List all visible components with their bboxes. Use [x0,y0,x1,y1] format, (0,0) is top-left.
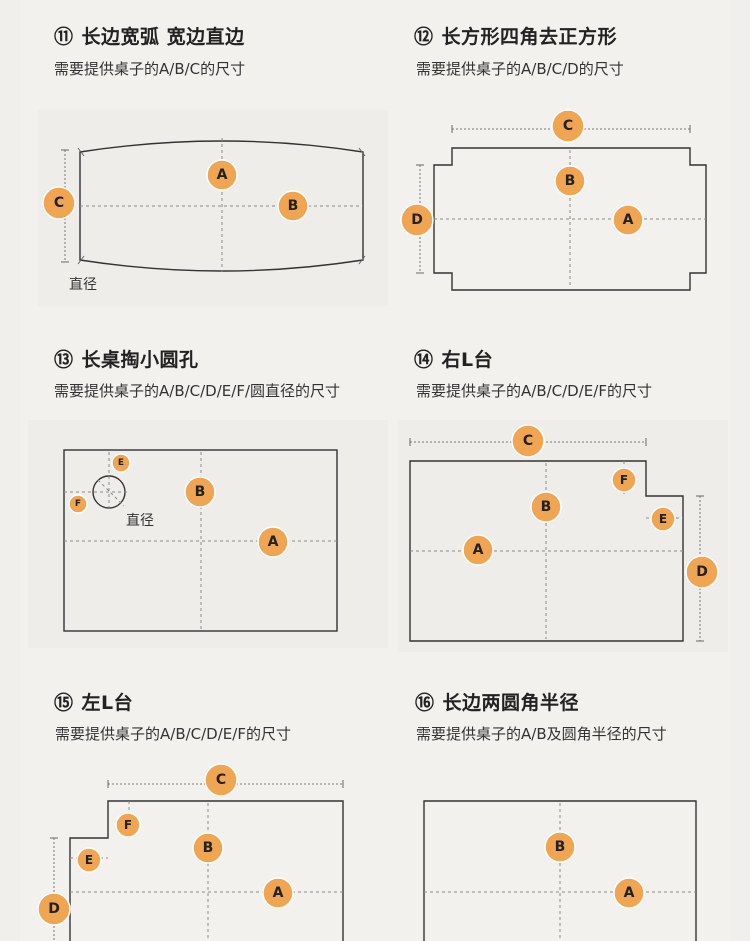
diagram-12: A B C D [400,109,707,291]
svg-text:A: A [268,534,279,550]
section-16-number: ⑯ [415,692,435,714]
badge-c: C [204,763,238,797]
diagram-14: A B C D E F [398,420,728,652]
svg-text:C: C [523,433,533,449]
badge-b: B [184,476,216,508]
badge-c: C [551,109,585,143]
rounded-table-outline [423,800,697,941]
svg-text:C: C [216,772,226,788]
section-11-number: ⑪ [54,26,74,48]
section-16-title: ⑯ 长边两圆角半径 [415,688,579,715]
badge-f: F [68,494,88,514]
svg-text:B: B [555,839,566,855]
svg-text:A: A [273,885,284,901]
badge-c: C [511,424,545,458]
svg-text:A: A [624,885,635,901]
svg-text:A: A [217,167,228,183]
left-l-table-outline [69,800,344,941]
section-14-heading: 右L台 [441,349,494,371]
badge-a: A [257,526,289,558]
diagram-11-panel [38,110,388,306]
diagram-13-panel [28,420,388,648]
section-14-subtitle: 需要提供桌子的A/B/C/D/E/F的尺寸 [416,382,652,400]
section-13-number: ⑬ [54,349,74,371]
svg-text:C: C [563,118,573,134]
svg-text:B: B [565,173,576,189]
svg-text:F: F [124,818,132,832]
corner-mark [77,255,85,265]
svg-text:E: E [85,853,93,867]
section-15-title: ⑮ 左L台 [54,688,133,715]
svg-text:D: D [411,212,423,228]
badge-a: A [206,159,238,191]
section-13-title: ⑬ 长桌掏小圆孔 [54,345,199,372]
right-l-table-outline [409,460,684,642]
page-sheet: ⑪ 长边宽弧 宽边直边 需要提供桌子的A/B/C的尺寸 A B C 直径 ⑫ 长方形… [20,0,730,941]
badge-d: D [37,892,71,926]
badge-e: E [111,453,131,473]
badge-d: D [400,203,434,237]
svg-text:A: A [473,542,484,558]
svg-text:D: D [48,901,60,917]
section-15-number: ⑮ [54,692,74,714]
notched-table-outline [433,147,707,291]
svg-text:D: D [696,564,708,580]
svg-text:E: E [659,512,667,526]
section-11-heading: 长边宽弧 宽边直边 [81,26,245,48]
badge-b: B [530,491,562,523]
diagram-16: A B [423,800,697,941]
badge-b: B [554,165,586,197]
badge-a: A [262,877,294,909]
section-15-heading: 左L台 [81,692,134,714]
badge-a: A [462,534,494,566]
svg-text:B: B [203,840,214,856]
badge-a: A [612,204,644,236]
svg-text:B: B [195,484,206,500]
section-16-heading: 长边两圆角半径 [442,692,580,714]
svg-text:F: F [75,499,81,509]
badge-a: A [613,877,645,909]
badge-e: E [76,847,102,873]
badge-c: C [42,186,76,220]
badge-b: B [277,190,309,222]
corner-mark [77,147,85,157]
badge-f: F [115,812,141,838]
badge-f: F [611,467,637,493]
diagram-13: 直径 A B E F [28,420,388,648]
diagram-14-panel [398,420,728,652]
svg-text:C: C [54,195,64,211]
section-14-title: ⑭ 右L台 [414,345,493,372]
diameter-note: 直径 [126,512,154,529]
svg-text:A: A [623,212,634,228]
section-13-subtitle: 需要提供桌子的A/B/C/D/E/F/圆直径的尺寸 [54,382,341,400]
badge-e: E [650,506,676,532]
corner-mark [358,255,366,265]
section-16-subtitle: 需要提供桌子的A/B及圆角半径的尺寸 [416,725,667,743]
diagram-11: A B C 直径 [38,110,388,306]
diameter-note: 直径 [69,276,97,293]
section-12-heading: 长方形四角去正方形 [441,26,618,48]
section-12-number: ⑫ [414,26,434,48]
diagram-15: A B C D E F [37,763,344,941]
section-11-subtitle: 需要提供桌子的A/B/C的尺寸 [54,60,246,78]
section-12-title: ⑫ 长方形四角去正方形 [414,22,617,49]
section-11-title: ⑪ 长边宽弧 宽边直边 [54,22,245,49]
badge-d: D [685,555,719,589]
section-15-subtitle: 需要提供桌子的A/B/C/D/E/F的尺寸 [55,725,291,743]
svg-text:B: B [288,198,299,214]
corner-mark [358,147,366,157]
badge-b: B [544,831,576,863]
svg-text:F: F [620,473,628,487]
arc-table-outline [79,140,364,272]
svg-text:E: E [118,458,124,468]
section-12-subtitle: 需要提供桌子的A/B/C/D的尺寸 [416,60,624,78]
badge-b: B [192,832,224,864]
svg-text:B: B [541,499,552,515]
section-13-heading: 长桌掏小圆孔 [81,349,199,371]
section-14-number: ⑭ [414,349,434,371]
hole-diameter-line [97,479,125,507]
